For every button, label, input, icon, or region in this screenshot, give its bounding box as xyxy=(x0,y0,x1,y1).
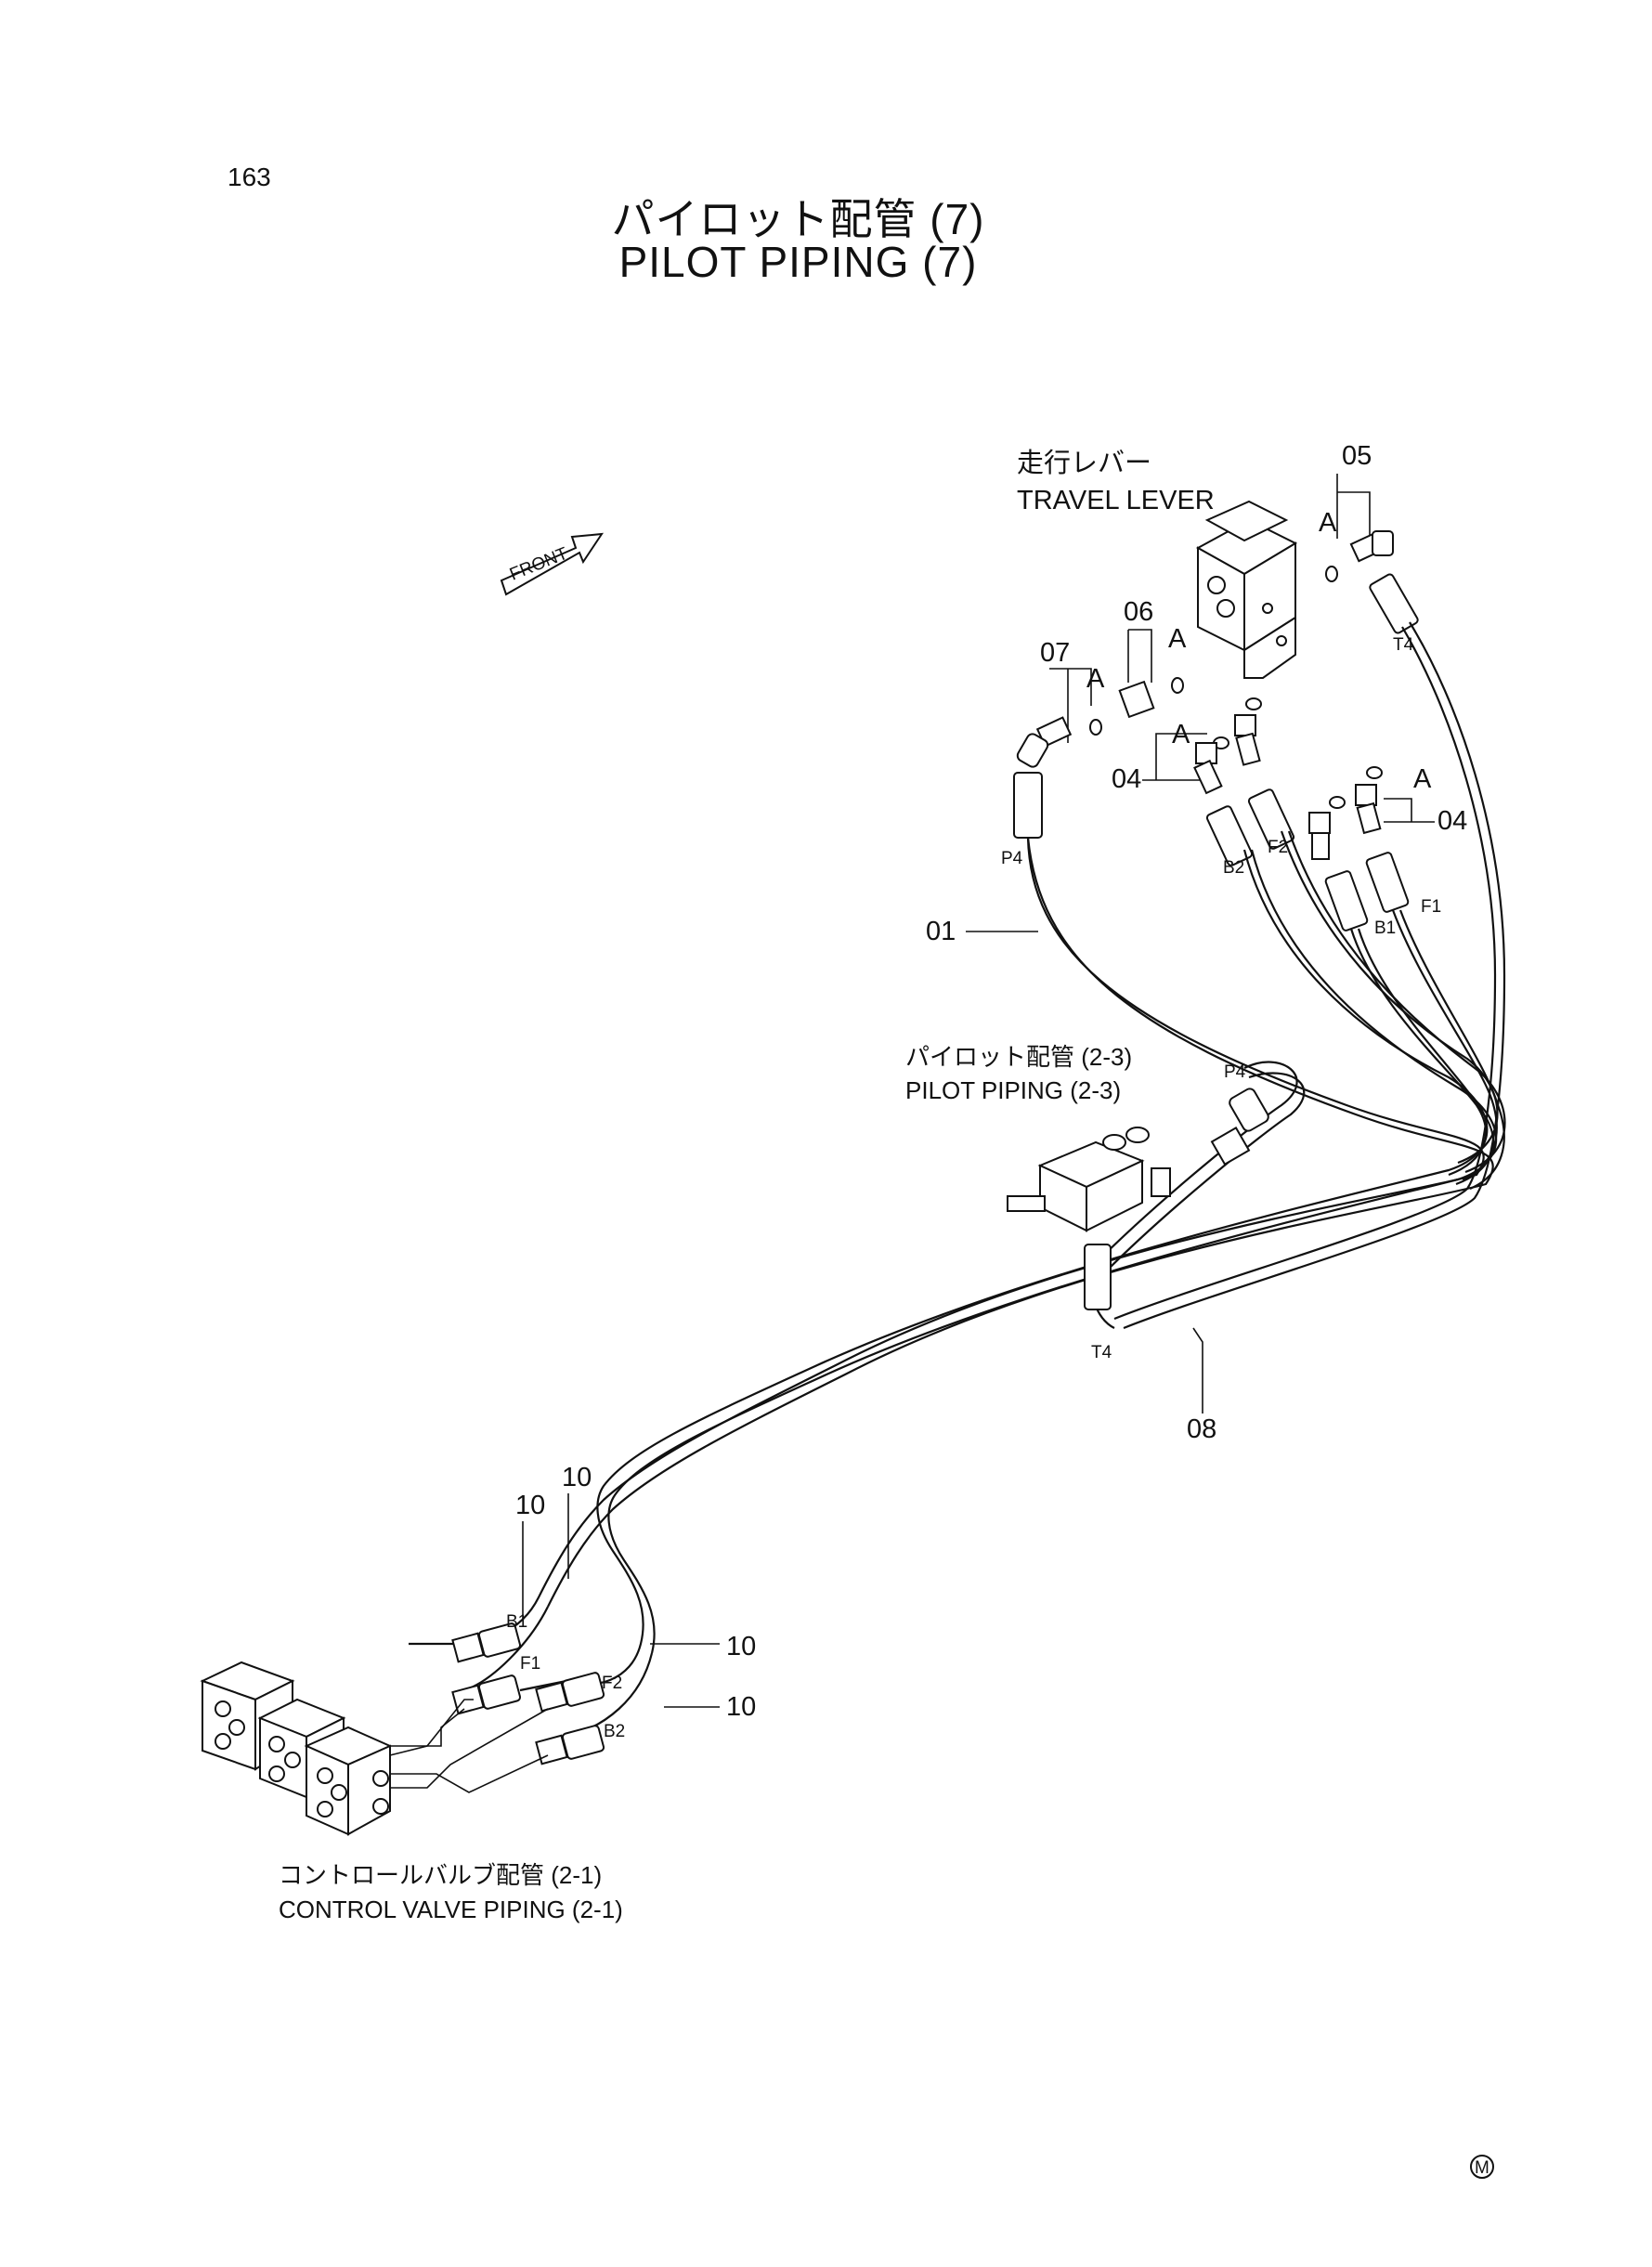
part-06-label: 06 xyxy=(1124,597,1153,627)
port-b2-lower: B2 xyxy=(604,1722,625,1741)
port-f1-upper: F1 xyxy=(1421,897,1441,917)
part-04-right-label: 04 xyxy=(1437,806,1467,836)
part-07-label: 07 xyxy=(1040,638,1070,668)
front-arrow-icon: FRONT xyxy=(500,532,604,596)
port-p4-upper: P4 xyxy=(1001,849,1023,868)
pilot-piping-ref-jp: パイロット配管 (2-3) xyxy=(905,1043,1132,1071)
travel-lever-label-en: TRAVEL LEVER xyxy=(1017,486,1215,515)
port-t4-lower: T4 xyxy=(1091,1343,1112,1362)
view-a-label-1: A xyxy=(1319,508,1337,538)
port-p4-lower: P4 xyxy=(1224,1062,1246,1082)
port-b1-lower: B1 xyxy=(506,1612,527,1632)
title-en: PILOT PIPING (7) xyxy=(618,238,978,286)
fitting-07 xyxy=(1016,716,1073,768)
fitting-05 xyxy=(1349,530,1394,563)
cv-connection-4 xyxy=(390,1708,549,1789)
hose-bundle xyxy=(409,621,1506,1739)
manufacturer-mark-letter: M xyxy=(1475,2158,1489,2178)
o-rings xyxy=(1089,566,1383,809)
port-f2-lower: F2 xyxy=(602,1674,622,1693)
part-10-label-3: 10 xyxy=(726,1632,756,1661)
part-10-label-4: 10 xyxy=(726,1692,756,1722)
cv-connection-1 xyxy=(390,1708,465,1747)
view-a-label-3: A xyxy=(1086,664,1105,694)
leader-05 xyxy=(1336,474,1371,548)
front-label: FRONT xyxy=(507,544,571,585)
view-a-label-2: A xyxy=(1168,624,1187,654)
pilot-valve-block xyxy=(1007,1127,1171,1232)
port-f1-lower: F1 xyxy=(520,1654,540,1674)
cv-connection-3 xyxy=(390,1754,549,1793)
title-jp: パイロット配管 (7) xyxy=(611,195,985,243)
part-10-label-1: 10 xyxy=(562,1463,592,1492)
fittings-04 xyxy=(1193,714,1382,860)
travel-lever-label-jp: 走行レバー xyxy=(1017,448,1151,478)
hose-ends-lower xyxy=(451,1088,1269,1765)
fitting-06 xyxy=(1118,680,1155,719)
port-t4-upper: T4 xyxy=(1393,635,1414,655)
view-a-label-4: A xyxy=(1172,720,1190,749)
page-number: 163 xyxy=(228,163,271,191)
part-08-label: 08 xyxy=(1187,1414,1216,1444)
manufacturer-mark: M xyxy=(1470,2155,1494,2179)
leader-08 xyxy=(1192,1327,1203,1414)
port-b2-upper: B2 xyxy=(1223,858,1244,878)
leader-04-right xyxy=(1384,798,1435,823)
view-a-label-5: A xyxy=(1413,764,1432,794)
part-05-label: 05 xyxy=(1342,441,1372,471)
port-f2-upper: F2 xyxy=(1268,838,1288,857)
leader-06 xyxy=(1127,629,1152,683)
port-b1-upper: B1 xyxy=(1374,919,1396,938)
pilot-piping-ref-en: PILOT PIPING (2-3) xyxy=(905,1076,1121,1104)
cv-connection-2 xyxy=(389,1699,474,1756)
part-10-label-2: 10 xyxy=(515,1491,545,1520)
travel-lever-body xyxy=(1195,500,1298,679)
part-04-left-label: 04 xyxy=(1112,764,1141,794)
hose-ends-upper xyxy=(1013,573,1419,932)
part-01-label: 01 xyxy=(926,917,956,946)
leader-07 xyxy=(1049,668,1092,743)
control-valve-ref-jp: コントロールバルブ配管 (2-1) xyxy=(279,1861,602,1889)
control-valve-block xyxy=(200,1661,393,1836)
leader-04-left xyxy=(1142,733,1207,781)
control-valve-ref-en: CONTROL VALVE PIPING (2-1) xyxy=(279,1896,623,1923)
